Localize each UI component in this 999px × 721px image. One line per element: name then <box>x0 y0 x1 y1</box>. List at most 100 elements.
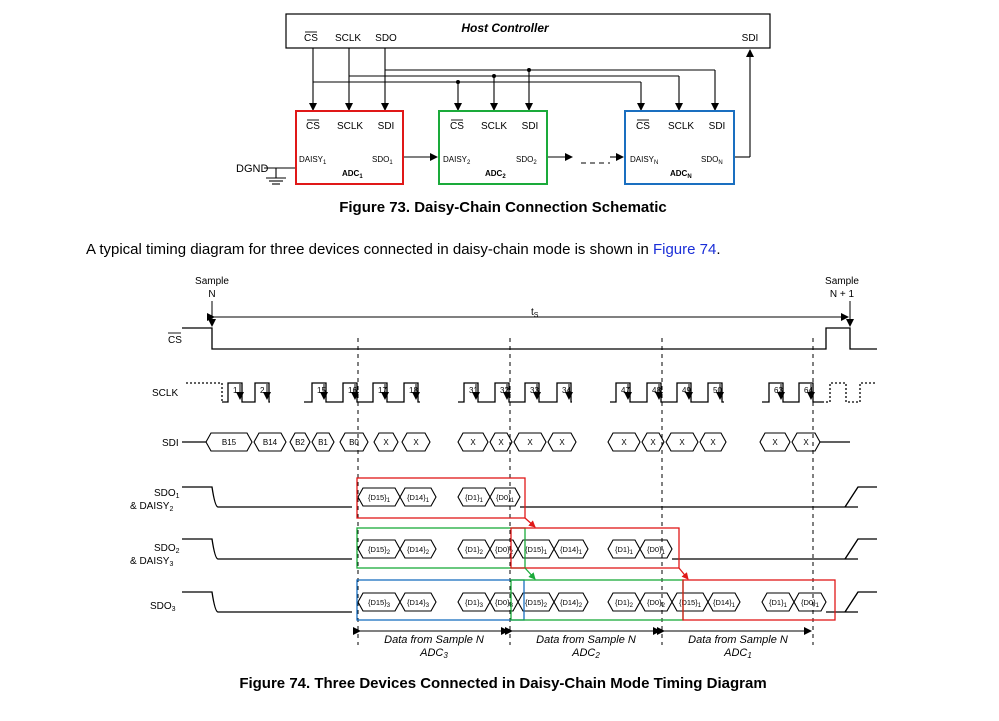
bus-cell <box>793 592 827 612</box>
ts-label: tS <box>531 307 539 319</box>
dgnd-label: DGND <box>236 163 268 175</box>
bus-cell <box>513 432 547 452</box>
bus-bit-label: {D0}1 <box>647 545 666 556</box>
bus-bit-label: X <box>621 438 627 447</box>
bus-cell <box>547 432 577 452</box>
sclk-clock-number: 49 <box>682 386 691 395</box>
bus-cell <box>707 592 741 612</box>
bus-bit-label: {D14}1 <box>407 493 430 504</box>
bus-bit-label: {D1}2 <box>615 598 634 609</box>
schematic-wires <box>264 48 754 185</box>
host-sdo-label: SDO <box>375 33 397 44</box>
adcn-block: CS SCLK SDI DAISYN SDON ADCN <box>624 110 735 185</box>
sclk-clock-number: 63 <box>774 386 783 395</box>
bus-bit-label: X <box>679 438 685 447</box>
bus-bit-label: {D1}1 <box>769 598 788 609</box>
bus-bit-label: {D15}2 <box>368 545 391 556</box>
adcn-sdi: SDI <box>709 121 726 132</box>
sclk-clock-number: 31 <box>469 386 478 395</box>
bus-bit-label: {D15}1 <box>368 493 391 504</box>
bus-cell <box>457 432 489 452</box>
host-controller-box <box>285 13 771 49</box>
bus-bit-label: {D14}1 <box>713 598 736 609</box>
adc1-daisy: DAISY1 <box>299 155 327 166</box>
bus-cell <box>607 432 641 452</box>
sample-n-label: Sample <box>195 276 229 287</box>
bus-bit-label: {D14}2 <box>407 545 430 556</box>
figure-74-link[interactable]: Figure 74 <box>653 241 716 258</box>
bus-bit-label: X <box>527 438 533 447</box>
bus-bit-label: {D1}1 <box>615 545 634 556</box>
adc2-name: ADC2 <box>485 169 506 180</box>
adcn-cs: CS <box>636 121 650 132</box>
highlight-sdo2-red <box>510 527 680 569</box>
bus-cell <box>399 592 437 612</box>
bus-bit-label: {D0}2 <box>647 598 666 609</box>
segment-label-line2: ADC2 <box>571 647 600 660</box>
bus-cell <box>311 432 335 452</box>
highlight-sdo2-green <box>356 527 526 569</box>
bus-cell <box>289 432 311 452</box>
highlight-sdo3-blue <box>356 579 525 621</box>
adc2-cs: CS <box>450 121 464 132</box>
sclk-clock-number: 50 <box>713 386 722 395</box>
sclk-clock-number: 64 <box>804 386 813 395</box>
adc1-sdi: SDI <box>378 121 395 132</box>
sdo1-waveform: {D15}1 {D14}1 {D1}1 {D0}1 <box>182 486 877 508</box>
bus-bit-label: X <box>710 438 716 447</box>
host-controller-title: Host Controller <box>461 21 550 35</box>
sclk-clock-number: 2 <box>260 386 265 395</box>
adc2-block: CS SCLK SDI DAISY2 SDO2 ADC2 <box>438 110 548 185</box>
bus-cell <box>641 432 665 452</box>
adc1-sclk: SCLK <box>337 121 363 132</box>
bus-bit-label: {D14}2 <box>560 598 583 609</box>
adc2-sdo: SDO2 <box>516 155 537 166</box>
bus-bit-label: X <box>650 438 656 447</box>
sclk-pulses <box>222 382 822 403</box>
highlight-sdo3-red <box>682 579 836 621</box>
bus-bit-label: {D15}1 <box>525 545 548 556</box>
cs-signal-label: CS <box>168 335 182 346</box>
daisy-chain-schematic: Host Controller CS SCLK SDO SDI <box>236 13 771 216</box>
host-sclk-label: SCLK <box>335 33 361 44</box>
adcn-daisy: DAISYN <box>630 155 658 166</box>
bus-cell <box>699 432 727 452</box>
daisy2-signal-label: & DAISY2 <box>130 501 173 513</box>
bus-bit-label: X <box>559 438 565 447</box>
bus-bit-label: {D0}1 <box>496 493 515 504</box>
sclk-clock-number: 34 <box>562 386 571 395</box>
bus-bit-label: B1 <box>318 438 328 447</box>
sdo1-signal-label: SDO1 <box>154 488 180 500</box>
bus-cell <box>399 487 437 507</box>
sclk-clock-number: 32 <box>500 386 509 395</box>
segment-label-line2: ADC1 <box>723 647 752 660</box>
adc2-sclk: SCLK <box>481 121 507 132</box>
bus-bit-label: {D15}1 <box>679 598 702 609</box>
cs-waveform <box>182 327 877 350</box>
bus-cell <box>489 487 521 507</box>
sdo2-signal-label: SDO2 <box>154 543 180 555</box>
intro-paragraph: A typical timing diagram for three devic… <box>86 241 721 258</box>
junction-dots <box>456 68 531 84</box>
data-highlight-boxes <box>356 477 836 621</box>
segment-label-line1: Data from Sample N <box>688 634 788 646</box>
bus-bit-label: {D0}1 <box>801 598 820 609</box>
adcn-sclk: SCLK <box>668 121 694 132</box>
sclk-trailing-dotted <box>822 382 877 403</box>
sclk-clock-number: 1 <box>233 386 238 395</box>
bus-bit-label: X <box>470 438 476 447</box>
bus-bit-label: X <box>413 438 419 447</box>
adc1-name: ADC1 <box>342 169 363 180</box>
bus-bit-label: {D15}2 <box>525 598 548 609</box>
sclk-clock-number: 47 <box>621 386 630 395</box>
timing-diagram: Sample N Sample N + 1 tS CS SCLK SDI SDO… <box>130 276 877 692</box>
bus-bit-label: {D1}1 <box>465 493 484 504</box>
sdi-signal-label: SDI <box>162 438 179 449</box>
segment-label-line1: Data from Sample N <box>384 634 484 646</box>
bus-bit-label: {D1}2 <box>465 545 484 556</box>
bus-bit-label: X <box>803 438 809 447</box>
sclk-clock-number: 18 <box>409 386 418 395</box>
